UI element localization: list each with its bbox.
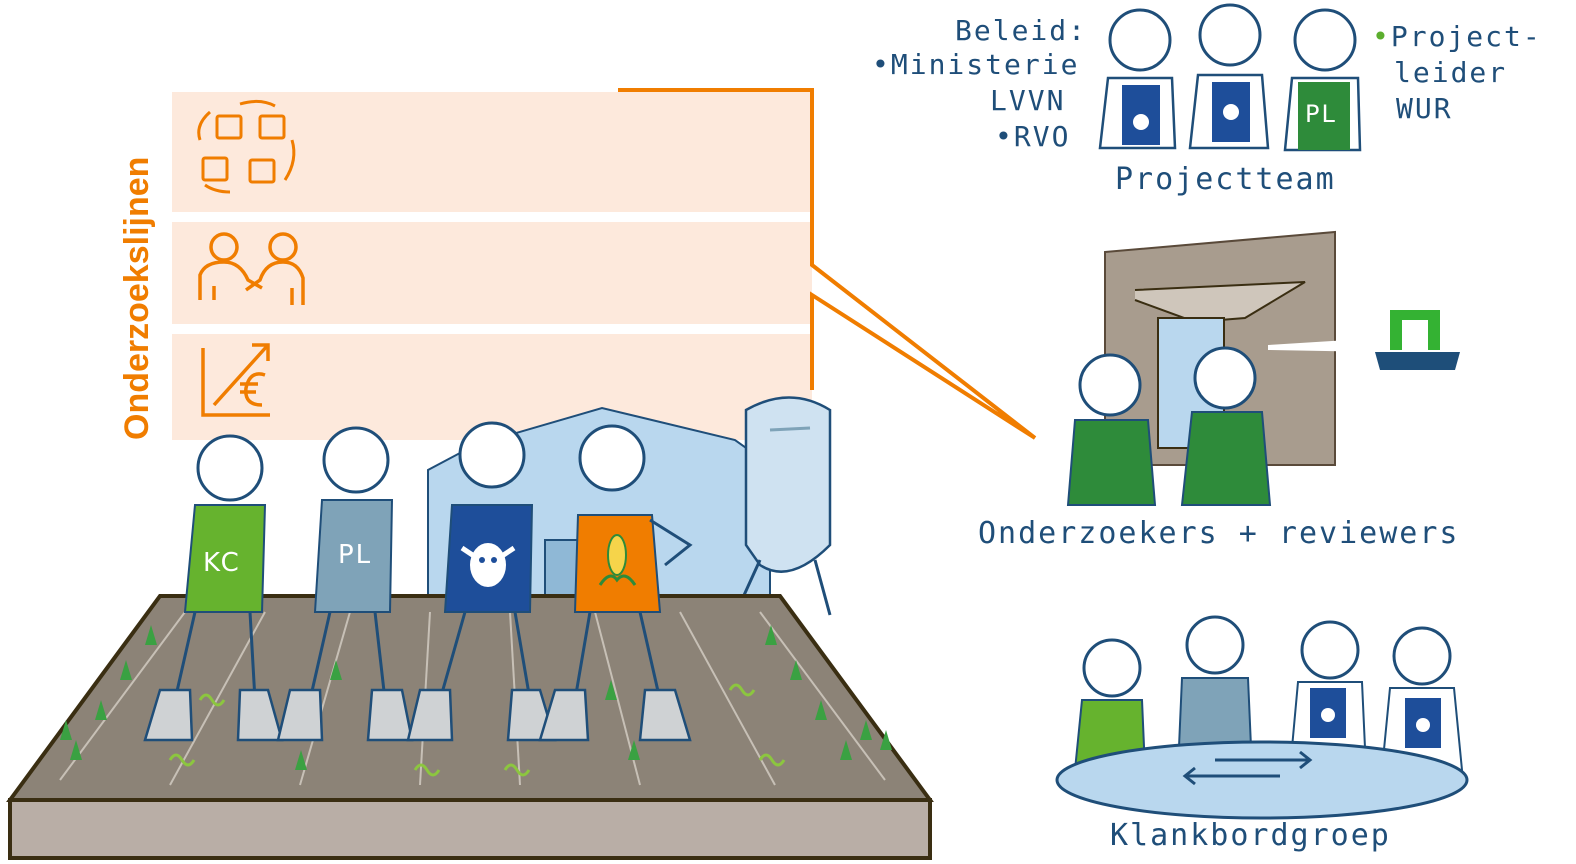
table (1057, 742, 1467, 818)
crest-icon (1133, 114, 1149, 130)
person-ministry (1100, 10, 1175, 148)
research-lines-panel (172, 90, 1035, 440)
person-rvo (1190, 5, 1268, 148)
policy-item-rvo: •RVO (995, 120, 1070, 153)
wur-logo-icon (1362, 282, 1484, 388)
researchers-label: Onderzoekers + reviewers (978, 516, 1459, 551)
project-leader-line-2: leider (1394, 56, 1507, 89)
silo (735, 398, 830, 616)
sounding-board (1057, 617, 1467, 818)
project-leader-line-1: •Project- (1372, 20, 1542, 53)
research-lines-title: Onderzoekslijnen (118, 157, 157, 440)
project-team-label: Projectteam (1115, 162, 1336, 197)
researchers-room (1068, 232, 1484, 505)
sounding-board-label: Klankbordgroep (1110, 818, 1391, 853)
policy-item-lvvn: LVVN (990, 84, 1065, 117)
person-project-leader (1285, 10, 1360, 150)
person-board-4 (1382, 628, 1462, 770)
crest-icon (1223, 104, 1239, 120)
shirt-label-pl: PL (338, 540, 372, 570)
project-leader-shirt-label: PL (1305, 100, 1337, 128)
policy-item-ministry: •Ministerie (872, 48, 1079, 81)
project-team (1100, 5, 1360, 150)
policy-heading: Beleid: (955, 14, 1087, 47)
project-leader-line-3: WUR (1396, 92, 1453, 125)
shirt-label-kc: KC (203, 548, 241, 578)
crest-icon (1416, 718, 1430, 732)
crest-icon (1321, 708, 1335, 722)
